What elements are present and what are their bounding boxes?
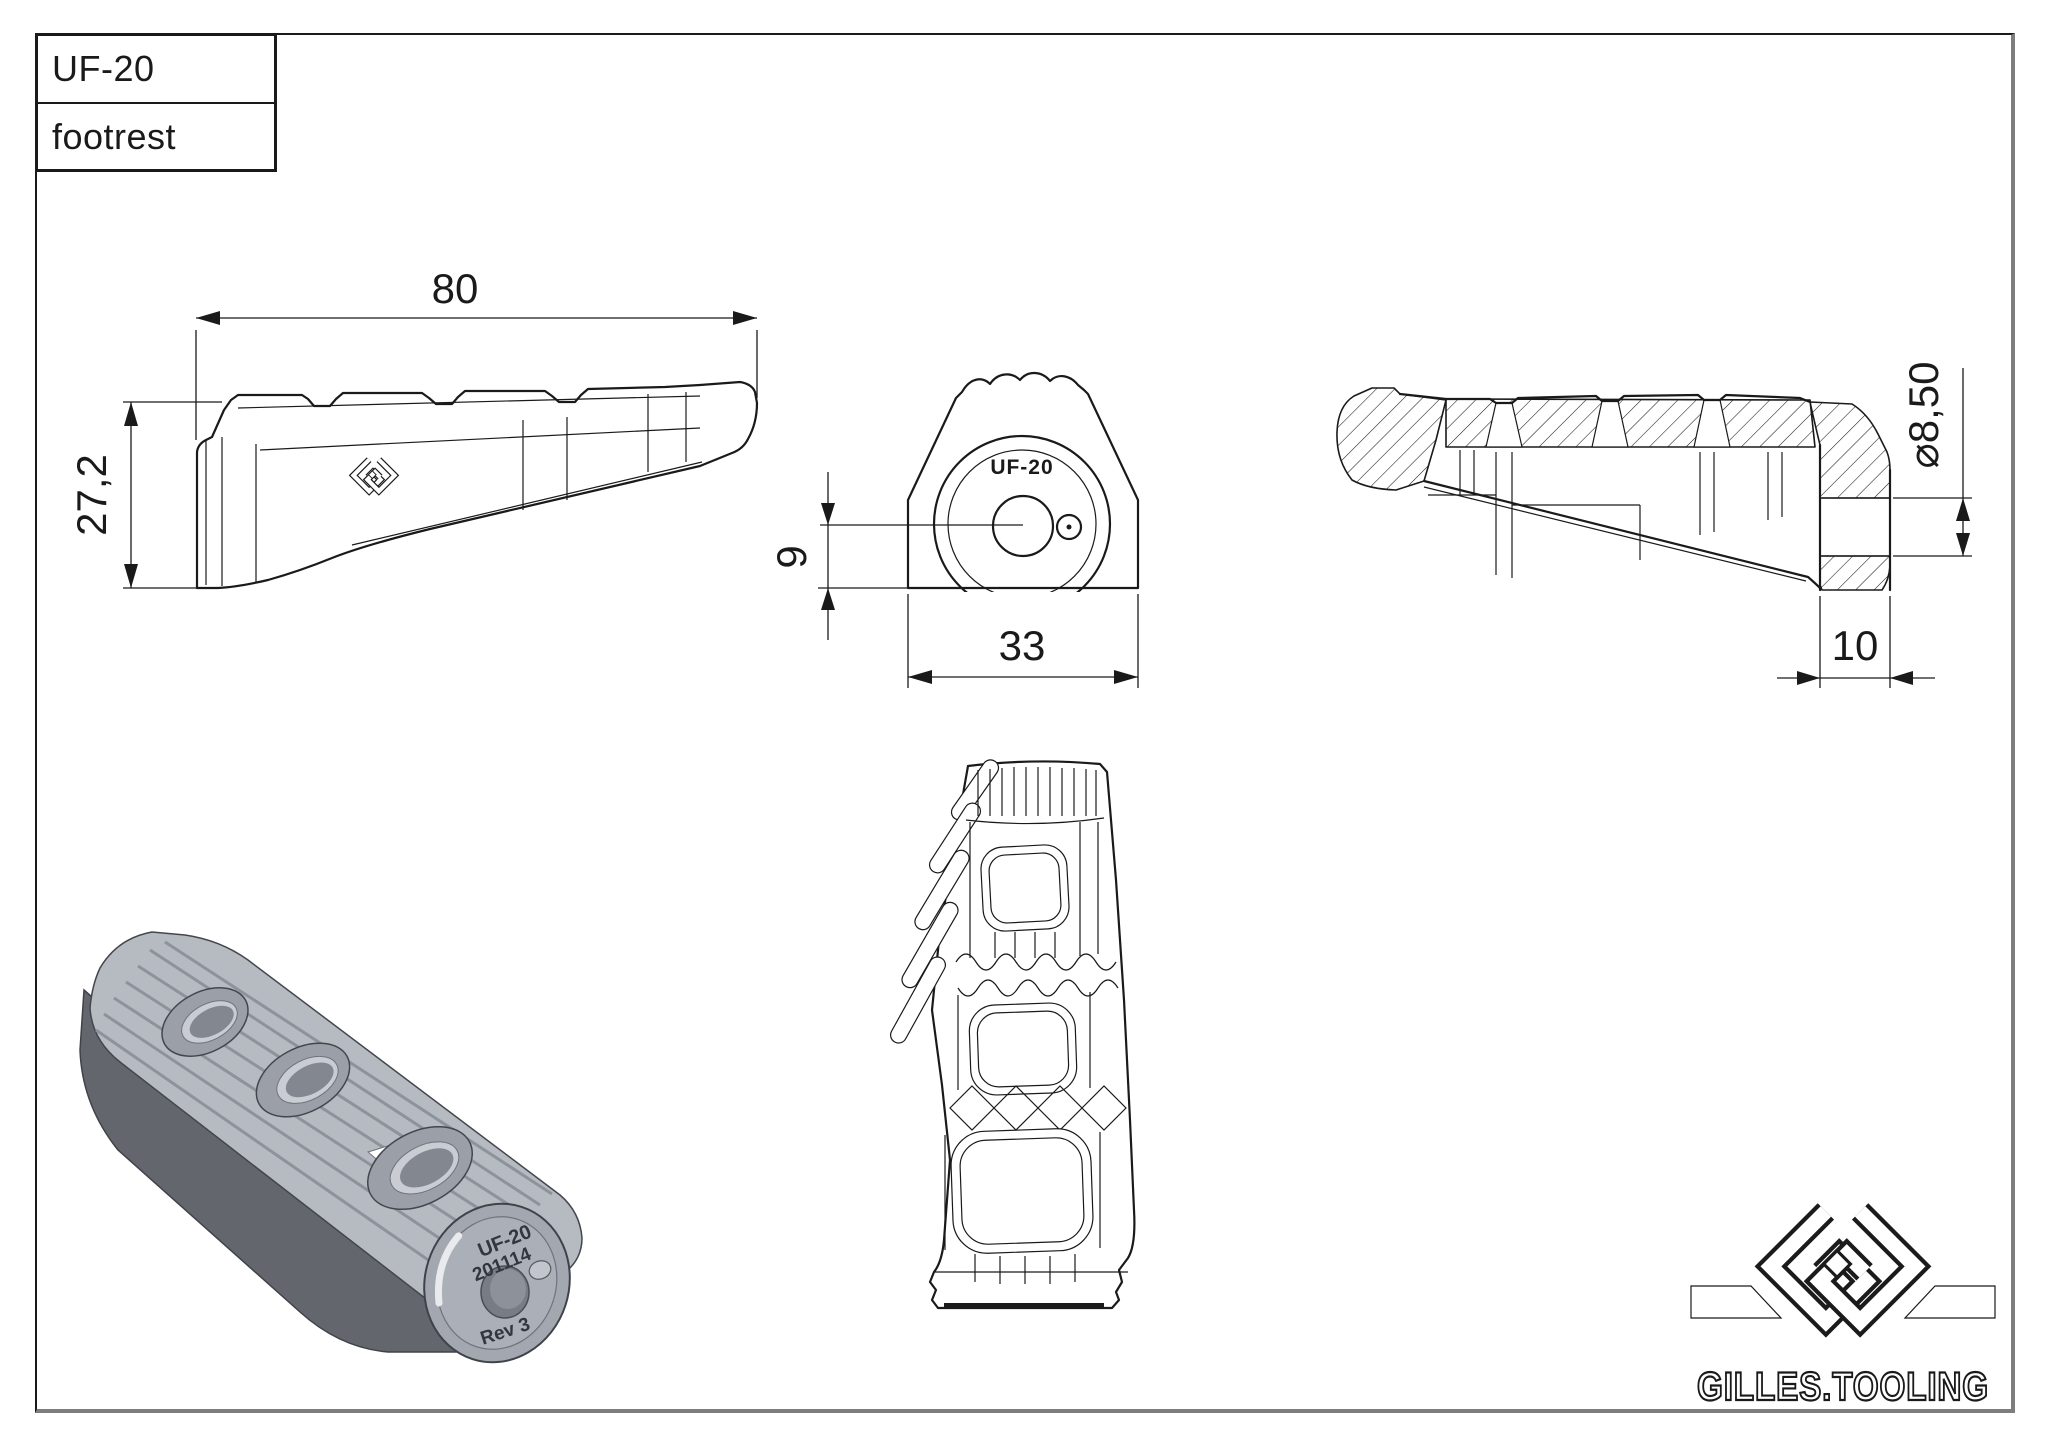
dim-side-length: 80 (432, 265, 479, 312)
gilles-tooling-logo: GILLES.TOOLING (1690, 1211, 1996, 1410)
front-engraving: UF-20 (990, 456, 1053, 479)
title-block-part-number: UF-20 (38, 36, 274, 104)
section-view (1336, 387, 1892, 592)
dim-hole-diameter: ⌀8,50 (1900, 361, 1947, 468)
logo-brand-text: GILLES.TOOLING (1697, 1365, 1989, 1409)
drawing-border-frame (35, 33, 2015, 1413)
top-view (890, 759, 1136, 1310)
front-view: UF-20 (820, 371, 1140, 592)
title-block: UF-20 footrest (35, 33, 277, 172)
dim-side-height: 27,2 (68, 454, 115, 536)
isometric-view: UF-20 201114 Rev 3 (79, 931, 583, 1364)
title-block-part-name: footrest (52, 116, 177, 157)
side-view (195, 380, 759, 590)
section-view-dimensions: ⌀8,50 10 (1777, 361, 1972, 688)
dim-front-hole-center-height: 9 (768, 545, 815, 568)
dim-front-width: 33 (999, 622, 1046, 669)
side-view-dimensions: 80 27,2 (68, 265, 758, 589)
front-view-dimensions: 9 33 (768, 472, 1139, 688)
dim-boss-depth: 10 (1832, 622, 1879, 669)
